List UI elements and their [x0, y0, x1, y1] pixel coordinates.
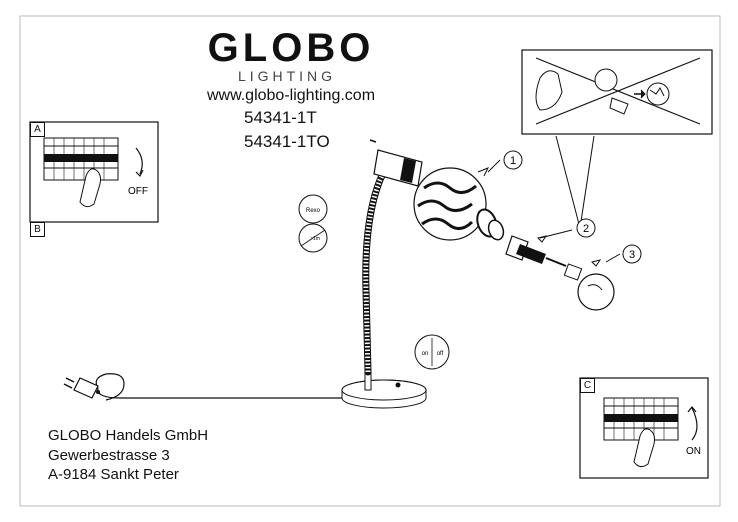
reflector-symbol-label: Rexo [306, 208, 321, 214]
gooseneck-arm [362, 156, 400, 376]
model-number: 54341-1T [244, 108, 317, 127]
callout-circle-2 [576, 218, 596, 238]
hand-icon-c [633, 428, 655, 468]
base-switch-icon [395, 382, 401, 388]
address-company: GLOBO Handels GmbH [48, 427, 209, 444]
step-c-label: C [580, 378, 595, 393]
lamp-head [369, 139, 423, 187]
rotate-arrow-icon-3 [591, 259, 602, 267]
switch-off-label: off [437, 351, 444, 357]
threaded-ring [487, 219, 505, 241]
callout-label-3: 3 [629, 249, 635, 261]
leader-line-1 [487, 159, 501, 173]
globe-part-icon [594, 68, 618, 92]
leader-line-3 [605, 253, 621, 263]
address-street: Gewerbestrasse 3 [48, 447, 170, 464]
page-frame [19, 15, 721, 507]
panel-c [579, 377, 709, 479]
arrow-down-icon-a [135, 169, 144, 178]
brand-logo: GLOBO [207, 26, 375, 70]
distance-symbol-label: >1m [310, 236, 320, 242]
gooseneck-ribs [363, 157, 397, 373]
switch-on-label: on [422, 351, 429, 357]
rotate-arrow-icon-2 [537, 235, 548, 243]
power-plug-icon [63, 377, 100, 399]
reflector-symbol [298, 194, 328, 224]
callout-circle-3 [622, 244, 642, 264]
glass-globe [413, 167, 487, 241]
arm-icon [535, 70, 563, 111]
leader-line-2a [555, 135, 581, 229]
light-bulb [563, 263, 615, 311]
globe-broken-icon [646, 82, 670, 106]
step-b-label: B [30, 222, 45, 237]
hand-icon-a [79, 168, 101, 208]
arrow-up-icon-c [687, 406, 697, 413]
model-number: 54341-1TO [244, 132, 330, 151]
panel-c-on-label: ON [686, 446, 701, 457]
callout-label-1: 1 [510, 155, 516, 167]
lamp-base [341, 371, 427, 409]
callout-label-2: 2 [583, 223, 589, 235]
assembly-arrow-icon-1 [477, 167, 490, 177]
power-cable [97, 387, 342, 399]
warning-inset [521, 49, 713, 135]
callout-circle-1 [503, 150, 523, 170]
socket-sleeve [516, 244, 546, 264]
step-a-label: A [30, 122, 45, 137]
panel-a-off-label: OFF [128, 186, 148, 197]
cable-loop [95, 373, 125, 401]
address-city: A-9184 Sankt Peter [48, 466, 179, 483]
brand-url: www.globo-lighting.com [206, 87, 376, 104]
leader-line-2b [579, 135, 595, 229]
panel-a [29, 121, 159, 223]
brand-subtitle: LIGHTING [237, 68, 337, 84]
